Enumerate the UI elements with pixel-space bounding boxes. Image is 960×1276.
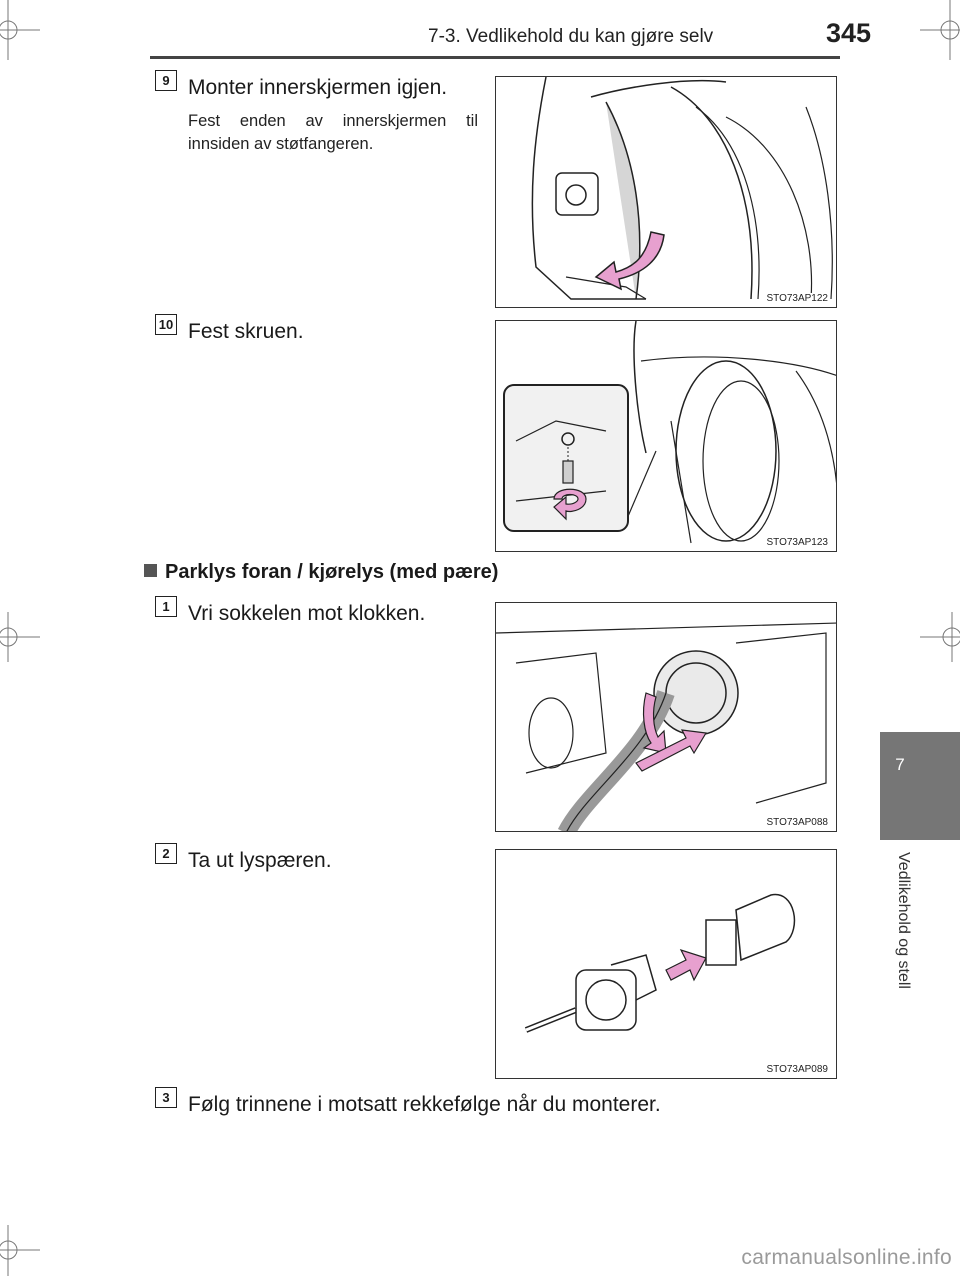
pull-arrow	[635, 729, 707, 772]
illustration-screw	[503, 321, 836, 544]
footer-watermark: carmanualsonline.info	[741, 1246, 952, 1269]
crop-mark-bottom-left	[0, 1225, 40, 1276]
chapter-tab-label: Vedlikehold og stell	[884, 852, 924, 1062]
rotate-arrow	[642, 692, 667, 754]
illustration-inner-fender	[531, 77, 833, 300]
chapter-tab-label-text: Vedlikehold og stell	[895, 852, 912, 989]
page-number: 345	[826, 18, 872, 48]
header-rule	[150, 56, 840, 59]
step-badge-9: 9	[155, 70, 177, 91]
section-heading-text: Parklys foran / kjørelys (med pære)	[165, 561, 499, 583]
crop-mark-mid-right	[920, 612, 960, 662]
push-arrow	[665, 948, 707, 982]
figure-code: STO73AP088	[764, 817, 830, 828]
step-badge-3: 3	[155, 1087, 177, 1108]
crop-mark-top-left	[0, 0, 40, 60]
rotate-arrow	[553, 488, 587, 521]
chapter-tab-number: 7	[895, 755, 905, 774]
crop-mark-top-right	[920, 0, 960, 60]
section-square-icon	[144, 564, 157, 578]
figure-code: STO73AP122	[764, 293, 830, 304]
step-1-title: Vri sokkelen mot klokken.	[188, 602, 426, 625]
figure-code: STO73AP123	[764, 537, 830, 548]
figure-inner-fender: STO73AP122	[495, 76, 837, 308]
step-3-title: Følg trinnene i motsatt rekkefølge når d…	[188, 1093, 661, 1116]
chapter-tab	[880, 732, 960, 840]
section-heading: Parklys foran / kjørelys (med pære)	[144, 561, 498, 584]
step-10-title: Fest skruen.	[188, 320, 304, 343]
illustration-rotate-socket	[496, 622, 836, 831]
step-badge-10: 10	[155, 314, 177, 335]
step-badge-1: 1	[155, 596, 177, 617]
arrow-shape	[594, 231, 665, 291]
section-header-title: 7-3. Vedlikehold du kan gjøre selv	[428, 26, 714, 47]
step-badge-2: 2	[155, 843, 177, 864]
figure-rotate-socket: STO73AP088	[495, 602, 837, 832]
figure-remove-bulb: STO73AP089	[495, 849, 837, 1079]
illustration-remove-bulb	[524, 894, 796, 1033]
figure-code: STO73AP089	[764, 1064, 830, 1075]
figure-screw: STO73AP123	[495, 320, 837, 552]
step-2-title: Ta ut lyspæren.	[188, 849, 332, 872]
step-9-detail: Fest enden av innerskjermen til innsiden…	[188, 112, 478, 153]
step-9-title: Monter innerskjermen igjen.	[188, 76, 448, 99]
crop-mark-mid-left	[0, 612, 40, 662]
